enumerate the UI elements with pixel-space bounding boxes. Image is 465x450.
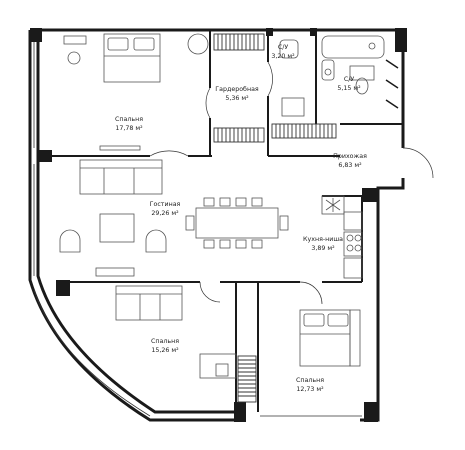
- room-label-kitchen: Кухня-ниша 3,89 м²: [303, 236, 343, 253]
- room-area: 12,73 м²: [296, 385, 324, 393]
- room-name: Спальня: [114, 116, 144, 123]
- room-area: 29,26 м²: [151, 209, 179, 217]
- room-name: Спальня: [150, 338, 180, 345]
- room-area: 6,83 м²: [338, 161, 362, 169]
- room-label-wc1: С/У 3,20 м²: [271, 44, 294, 61]
- furniture: [59, 33, 385, 379]
- doors: [149, 61, 434, 305]
- room-name: Спальня: [295, 377, 325, 384]
- room-label-bedroom1: Спальня 17,78 м²: [115, 116, 143, 133]
- room-label-wardrobe: Гардеробная 5,36 м²: [215, 86, 258, 103]
- room-label-bedroom3: Спальня 12,73 м²: [296, 377, 324, 394]
- room-name: Кухня-ниша: [303, 236, 343, 243]
- bathroom-fixtures-accent: [385, 59, 399, 109]
- room-label-bedroom2: Спальня 15,26 м²: [151, 338, 179, 355]
- room-label-wc2: С/У 5,15 м²: [337, 76, 360, 93]
- windows: [33, 42, 362, 417]
- room-area: 17,78 м²: [115, 124, 143, 132]
- room-label-living: Гостиная 29,26 м²: [150, 201, 181, 218]
- room-name: С/У: [277, 44, 289, 51]
- room-area: 15,26 м²: [151, 346, 179, 354]
- room-label-hall: Прихожая 6,83 м²: [333, 153, 367, 170]
- interior-walls: [52, 30, 403, 412]
- room-area: 5,36 м²: [225, 94, 249, 102]
- room-area: 3,89 м²: [311, 244, 335, 252]
- room-name: Прихожая: [333, 153, 367, 160]
- room-name: Гостиная: [149, 201, 181, 208]
- room-area: 5,15 м²: [337, 84, 361, 92]
- room-area: 3,20 м²: [271, 52, 295, 60]
- room-name: Гардеробная: [215, 86, 259, 93]
- wardrobe-shelves: [213, 33, 337, 403]
- room-name: С/У: [343, 76, 355, 83]
- wall-blocks: [30, 28, 407, 422]
